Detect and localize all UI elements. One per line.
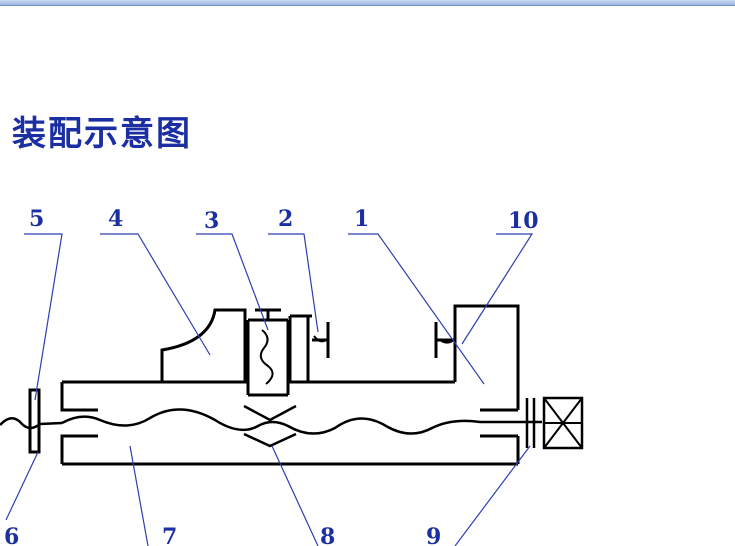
leader-10 — [461, 233, 534, 345]
nut-thread — [259, 329, 274, 385]
right-flange — [525, 398, 536, 448]
leader-lines — [5, 233, 534, 546]
part-label-2: 2 — [278, 206, 293, 232]
mechanism-drawing — [0, 304, 584, 466]
jaw-plate — [288, 314, 312, 382]
part-label-1: 1 — [354, 206, 369, 232]
jaw-screw-thread — [439, 337, 457, 344]
part-label-5: 5 — [29, 206, 44, 232]
part-label-9: 9 — [426, 524, 441, 546]
nut-chevron-top — [243, 404, 297, 422]
plate-screw-thread — [313, 335, 327, 343]
handle-end-cross — [543, 397, 583, 449]
leader-2 — [268, 233, 319, 333]
jaw-screw — [434, 322, 455, 358]
leader-5 — [24, 233, 63, 401]
leader-1 — [348, 233, 485, 385]
part-label-3: 3 — [204, 208, 219, 234]
nut-chevron-bottom — [243, 432, 297, 448]
window-top-band — [0, 0, 735, 6]
leader-7 — [129, 445, 149, 546]
part-label-10: 10 — [508, 208, 539, 234]
nut-body — [246, 318, 290, 397]
leader-3 — [196, 233, 269, 331]
right-bore — [480, 408, 518, 438]
part-label-8: 8 — [320, 524, 335, 546]
leader-9 — [454, 445, 531, 546]
left-bore — [60, 382, 98, 464]
leader-4 — [100, 233, 211, 356]
movable-jaw — [160, 308, 247, 382]
diagram-title: 装配示意图 — [12, 114, 192, 154]
part-label-7: 7 — [162, 524, 177, 546]
lead-screw — [61, 408, 518, 435]
left-washer — [28, 388, 41, 454]
part-label-6: 6 — [4, 524, 19, 546]
fixed-jaw — [453, 304, 520, 464]
leader-8 — [271, 445, 319, 546]
left-shaft — [0, 417, 63, 430]
leader-6 — [5, 451, 39, 521]
part-label-4: 4 — [108, 206, 123, 232]
nut-cap — [255, 308, 281, 320]
